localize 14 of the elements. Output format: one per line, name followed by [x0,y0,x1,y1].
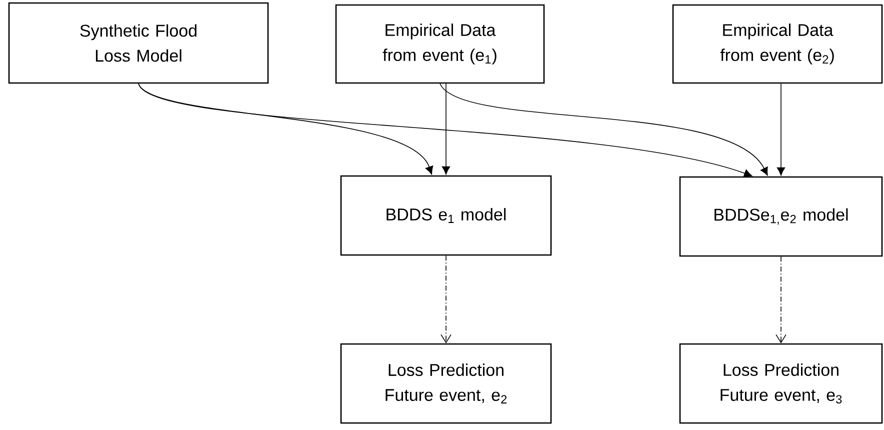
process-box: Empirical Data from event (e$_{1}$) [335,4,545,84]
process-box: Synthetic Flood Loss Model [8,2,269,84]
arrow [138,83,752,178]
arrow [776,256,786,344]
process-box: Loss Prediction Future event, e$_{2}$ [340,343,552,424]
arrow [440,83,768,176]
arrow [440,255,452,344]
arrow [138,83,434,175]
arrow [776,83,786,176]
process-box: BDDS e$_{1}$ model [340,175,552,256]
process-box: Loss Prediction Future event, e$_{3}$ [679,343,883,424]
process-box: BDDSe$_{1,}$e$_{2}$ model [679,176,883,257]
arrow [442,83,450,174]
process-box: Empirical Data from event (e$_{2}$) [672,4,883,84]
